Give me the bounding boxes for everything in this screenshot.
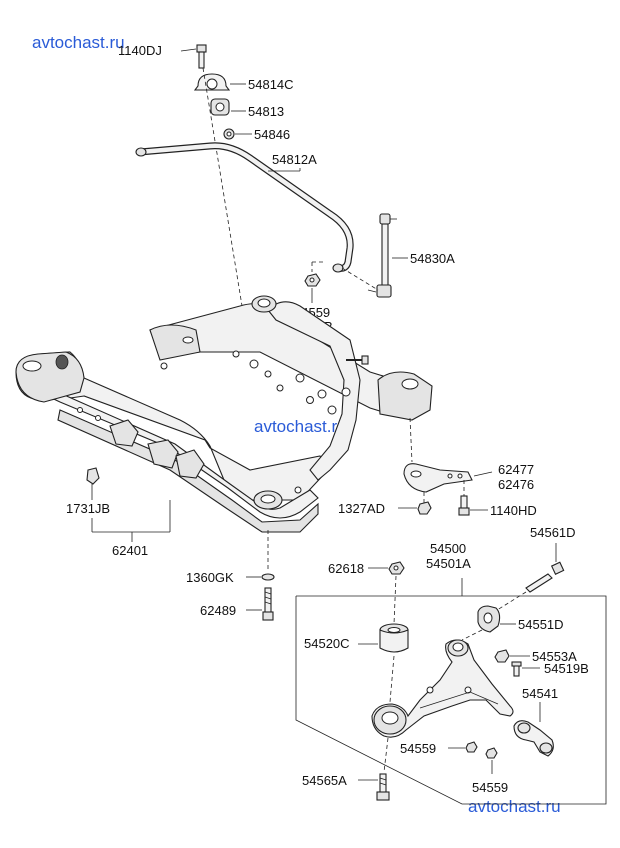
label-54559-arm-left: 54559 — [400, 741, 436, 756]
label-54565A: 54565A — [302, 773, 347, 788]
label-1360GK: 1360GK — [186, 570, 234, 585]
label-62489: 62489 — [200, 603, 236, 618]
label-1327AD: 1327AD — [338, 501, 385, 516]
nut-54559-arm-left-part — [465, 741, 478, 753]
bushing-54551D-part — [477, 605, 501, 633]
label-62618: 62618 — [328, 561, 364, 576]
label-54559-arm-right: 54559 — [472, 780, 508, 795]
bolt-62489-part — [262, 587, 274, 621]
ball-joint-fastener-part — [494, 649, 522, 677]
watermark-middle: avtochast.ru — [254, 417, 347, 436]
lower-arm-part — [371, 639, 514, 738]
label-54551D: 54551D — [518, 617, 564, 632]
bushing-54520C-part — [379, 623, 409, 653]
nut-54559-part — [304, 273, 321, 287]
bolt-54561D-part — [525, 561, 565, 593]
label-54520C: 54520C — [304, 636, 350, 651]
label-54814C: 54814C — [248, 77, 294, 92]
label-54500: 54500 — [430, 541, 466, 556]
bolt-54565A-part — [376, 773, 390, 801]
bushing-54813-part — [210, 98, 230, 116]
label-1140HD: 1140HD — [490, 503, 537, 518]
label-54812A: 54812A — [272, 152, 317, 167]
label-1140DJ: 1140DJ — [118, 43, 162, 58]
watermark-top: avtochast.ru — [32, 33, 125, 52]
crossmember-62401-part — [15, 295, 433, 533]
label-54830A: 54830A — [410, 251, 455, 266]
label-62401: 62401 — [112, 543, 148, 558]
label-62476: 62476 — [498, 477, 534, 492]
bolt-1140DJ-part — [196, 44, 207, 69]
stabilizer-bar-54812A-part — [135, 142, 354, 273]
label-62477: 62477 — [498, 462, 534, 477]
label-54846: 54846 — [254, 127, 290, 142]
label-54553A: 54553A — [532, 649, 577, 664]
ball-joint-54541-part — [513, 720, 554, 757]
nut-54559-arm-right-part — [485, 747, 498, 759]
bracket-54814C-part — [193, 73, 231, 91]
label-1731JB: 1731JB — [66, 501, 110, 516]
label-54541: 54541 — [522, 686, 558, 701]
nut-1327AD-part — [417, 501, 432, 515]
stabilizer-link-54830A-part — [367, 213, 397, 298]
nut-54846-part — [223, 128, 235, 140]
nut-62618-part — [388, 561, 405, 575]
watermark-bottom: avtochast.ru — [468, 797, 561, 816]
label-54813: 54813 — [248, 104, 284, 119]
label-54561D: 54561D — [530, 525, 576, 540]
washer-1731JB-part — [86, 467, 100, 485]
washer-1360GK-part — [261, 573, 275, 581]
bolt-1140HD-part — [458, 495, 470, 516]
label-54501A: 54501A — [426, 556, 471, 571]
label-54519B: 54519B — [544, 661, 589, 676]
bracket-62477-part — [403, 463, 473, 493]
